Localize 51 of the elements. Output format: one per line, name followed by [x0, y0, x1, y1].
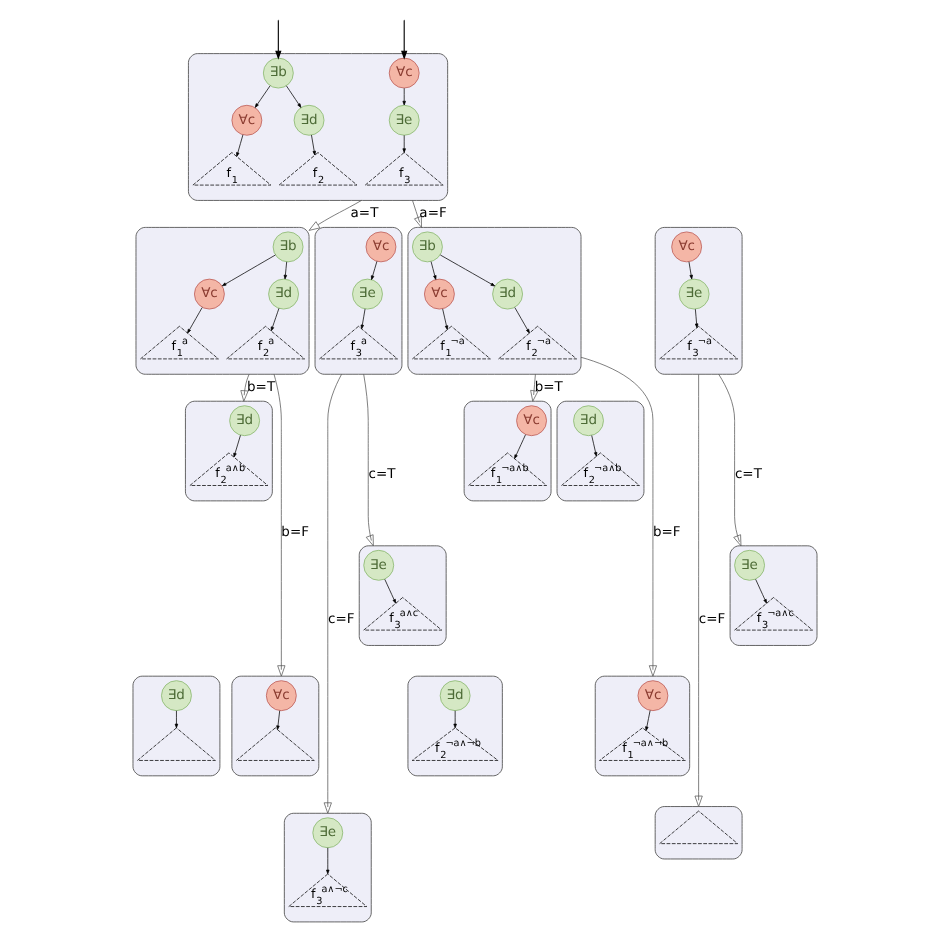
cluster	[462, 400, 551, 502]
cluster	[653, 226, 742, 375]
arrow	[754, 578, 766, 604]
arrow	[275, 710, 280, 730]
cluster	[593, 675, 690, 777]
cluster	[313, 226, 402, 375]
cluster	[555, 400, 644, 502]
arrow	[513, 434, 525, 459]
arrow	[232, 434, 240, 458]
arrow	[429, 261, 436, 280]
arrow	[411, 200, 421, 228]
cluster	[230, 675, 319, 777]
arrow	[186, 307, 202, 334]
arrow	[644, 710, 650, 731]
arrow	[579, 356, 656, 677]
arrow	[687, 261, 692, 280]
arrow	[322, 373, 341, 814]
arrow	[173, 710, 178, 729]
arrow	[529, 373, 538, 402]
arrow	[513, 307, 529, 334]
arrow	[235, 134, 243, 157]
arrow	[590, 435, 597, 457]
arrow	[253, 85, 270, 108]
arrow	[401, 134, 405, 153]
arrow	[269, 307, 279, 332]
arrow	[452, 710, 456, 729]
arrow	[282, 261, 287, 280]
arrow	[693, 373, 702, 807]
arrow	[400, 20, 407, 60]
arrow	[717, 373, 741, 547]
arrow	[325, 847, 329, 875]
arrow	[369, 260, 377, 280]
arrow	[310, 134, 315, 156]
arrow	[359, 308, 365, 330]
arrow	[220, 254, 275, 287]
arrow	[441, 308, 448, 330]
arrow	[307, 200, 361, 231]
arrow	[272, 373, 285, 677]
cluster	[134, 226, 309, 375]
arrow	[383, 578, 396, 604]
arrow	[285, 85, 301, 108]
arrow	[401, 87, 405, 106]
node-triangle	[658, 810, 737, 844]
arrow	[239, 373, 249, 402]
arrow	[274, 20, 281, 60]
cluster	[131, 675, 220, 777]
arrow	[693, 308, 698, 329]
arrow	[438, 254, 495, 287]
cluster	[406, 226, 581, 375]
node-triangle	[136, 727, 215, 761]
arrow	[362, 373, 373, 547]
